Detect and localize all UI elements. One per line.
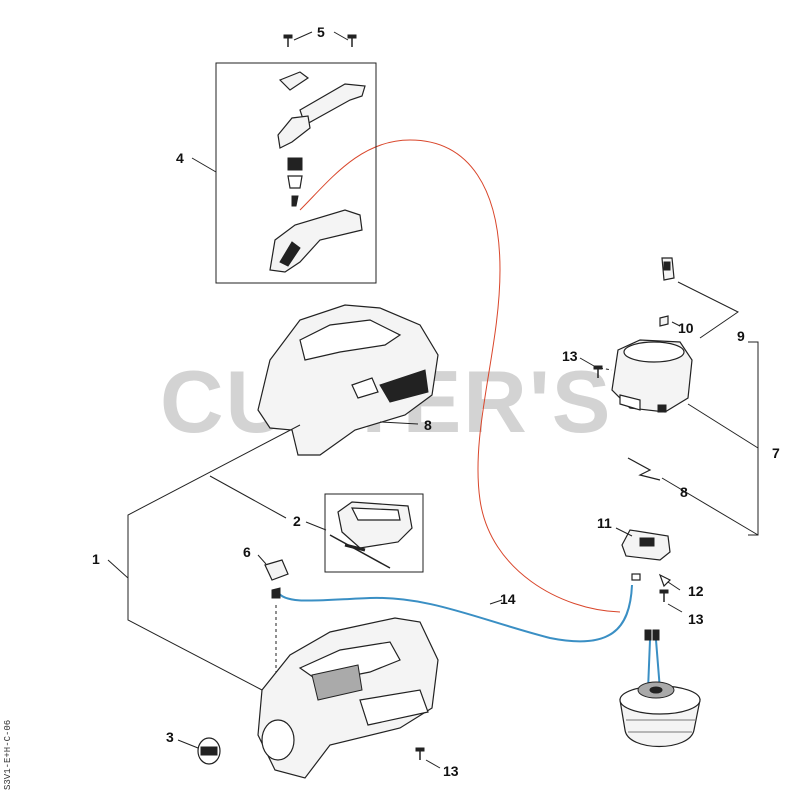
part-label-5: 5 — [317, 24, 325, 40]
leader-line — [379, 421, 419, 425]
leader-line — [305, 521, 327, 531]
part-label-12: 12 — [688, 583, 704, 599]
part-label-11: 11 — [597, 515, 612, 531]
spring-clip-icon — [659, 315, 669, 327]
leader-line — [667, 603, 683, 613]
leader-line — [667, 581, 681, 591]
leader-line — [579, 357, 595, 367]
leader-line — [671, 281, 739, 339]
logo-plate-icon — [197, 737, 221, 765]
lower-housing-icon — [257, 617, 439, 779]
motor-connector-icon — [652, 629, 660, 641]
connector-icon — [271, 587, 281, 599]
red-wire — [299, 139, 621, 613]
part-label-13: 13 — [688, 611, 704, 627]
connector-icon — [631, 573, 672, 588]
switch-icon — [661, 257, 675, 281]
screw-icon — [659, 589, 669, 602]
part-label-6: 6 — [243, 544, 251, 560]
leader-line — [107, 559, 129, 579]
screw-icon — [347, 34, 357, 47]
leader-line — [615, 527, 633, 537]
screw-icon — [415, 747, 425, 760]
blue-wire — [277, 584, 633, 643]
leader-line — [209, 475, 287, 519]
part-label-10: 10 — [678, 320, 694, 336]
bracket-part-icon — [329, 501, 413, 569]
part-label-2: 2 — [293, 513, 301, 529]
part-label-4: 4 — [176, 150, 184, 166]
leader-line — [293, 31, 349, 41]
part-label-8: 8 — [424, 417, 432, 433]
part-label-7: 7 — [772, 445, 780, 461]
part-label-13: 13 — [562, 348, 578, 364]
part-label-9: 9 — [737, 328, 745, 344]
screw-icon — [283, 34, 293, 47]
leader-line — [661, 477, 759, 536]
switch-housing-icon — [611, 339, 693, 413]
assembly-bracket — [748, 341, 759, 536]
screw-icon — [593, 365, 603, 378]
part-label-13: 13 — [443, 763, 459, 779]
handle-assembly-icon — [269, 71, 366, 273]
leader-line — [489, 599, 503, 605]
leader-line — [177, 739, 199, 749]
leader-line — [191, 157, 217, 173]
switch-module-icon — [621, 529, 671, 561]
cap-icon — [257, 554, 289, 581]
diagram-code: S3V1-E+H-C-06 — [3, 720, 13, 790]
part-label-1: 1 — [92, 551, 100, 567]
part-label-14: 14 — [500, 591, 516, 607]
part-label-3: 3 — [166, 729, 174, 745]
assembly-bracket — [127, 424, 301, 691]
motor-connector-icon — [644, 629, 652, 641]
leader-line — [687, 403, 759, 449]
part-2-box — [324, 493, 424, 573]
spring-part-icon — [627, 457, 661, 481]
upper-cover-icon — [257, 304, 439, 456]
handle-assembly-box — [215, 62, 377, 284]
leader-line — [425, 759, 441, 769]
motor-icon — [619, 681, 701, 747]
part-label-8: 8 — [680, 484, 688, 500]
